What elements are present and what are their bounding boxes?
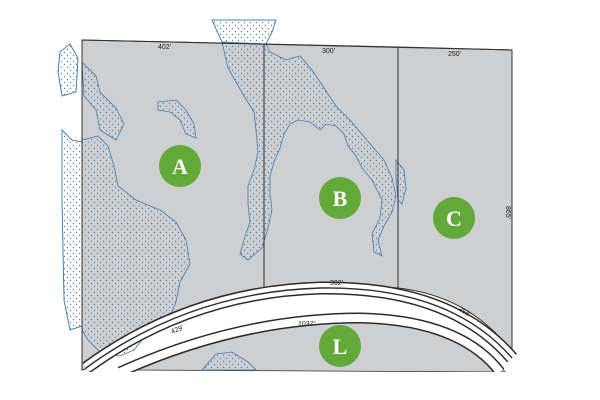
dimension-top-c: 250'	[448, 51, 461, 58]
lot-a-badge	[159, 145, 201, 187]
lot-b-label: B	[333, 186, 348, 211]
lot-c-marker[interactable]: C	[433, 197, 475, 239]
lot-b-marker[interactable]: B	[319, 177, 361, 219]
wetland-areas	[57, 19, 407, 371]
dimension-top-a: 402'	[158, 44, 171, 51]
lot-c-badge	[433, 197, 475, 239]
lot-a-marker[interactable]: A	[159, 145, 201, 187]
road	[82, 281, 517, 378]
lot-boundaries	[81, 39, 513, 370]
bottom-margin	[0, 372, 600, 400]
dimension-road-bc: 302'	[330, 280, 343, 287]
lot-l-marker[interactable]: L	[319, 325, 361, 367]
lot-l-label: L	[333, 334, 348, 359]
dimension-top-b: 300'	[322, 48, 335, 55]
lot-l-badge	[319, 325, 361, 367]
lot-a-label: A	[172, 154, 188, 179]
dimension-road-a: 429'	[170, 324, 185, 335]
lot-c-label: C	[446, 206, 462, 231]
lot-b-badge	[319, 177, 361, 219]
dimension-road-l: 1037'	[298, 321, 315, 328]
dimension-right-c: 865'	[504, 206, 511, 219]
